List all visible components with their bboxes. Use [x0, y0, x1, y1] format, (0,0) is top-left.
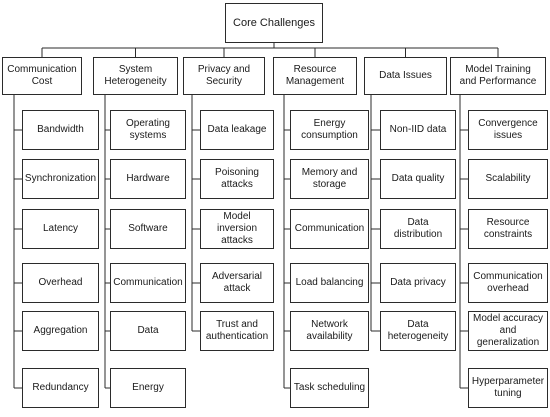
challenge-item: Latency [22, 209, 99, 249]
category-node: Resource Management [273, 57, 357, 95]
category-node: Privacy and Security [183, 57, 265, 95]
challenge-item: Data [110, 311, 186, 351]
challenge-item: Model accuracy and generalization [468, 311, 548, 351]
challenge-item: Load balancing [290, 263, 369, 303]
challenge-item: Overhead [22, 263, 99, 303]
category-node: Model Training and Performance [450, 57, 546, 95]
challenge-item: Synchronization [22, 159, 99, 199]
challenge-item: Task scheduling [290, 368, 369, 408]
challenge-item: Communication [290, 209, 369, 249]
challenge-item: Aggregation [22, 311, 99, 351]
challenge-item: Scalability [468, 159, 548, 199]
category-node: System Heterogeneity [93, 57, 178, 95]
challenge-item: Data distribution [380, 209, 456, 249]
challenge-item: Data leakage [200, 110, 274, 150]
challenge-item: Software [110, 209, 186, 249]
category-node: Communication Cost [2, 57, 82, 95]
category-node: Data Issues [364, 57, 447, 95]
challenge-item: Communication overhead [468, 263, 548, 303]
challenge-item: Communication [110, 263, 186, 303]
challenge-item: Energy consumption [290, 110, 369, 150]
challenge-item: Operating systems [110, 110, 186, 150]
challenge-item: Data heterogeneity [380, 311, 456, 351]
challenge-item: Bandwidth [22, 110, 99, 150]
challenge-item: Hyperparameter tuning [468, 368, 548, 408]
challenge-item: Model inversion attacks [200, 209, 274, 249]
challenge-item: Data quality [380, 159, 456, 199]
challenge-item: Poisoning attacks [200, 159, 274, 199]
challenge-item: Resource constraints [468, 209, 548, 249]
challenge-item: Network availability [290, 311, 369, 351]
root-node: Core Challenges [225, 3, 323, 43]
challenge-item: Hardware [110, 159, 186, 199]
challenge-item: Redundancy [22, 368, 99, 408]
challenge-item: Non-IID data [380, 110, 456, 150]
challenge-item: Data privacy [380, 263, 456, 303]
challenge-item: Convergence issues [468, 110, 548, 150]
challenge-item: Trust and authentication [200, 311, 274, 351]
challenge-item: Memory and storage [290, 159, 369, 199]
challenge-item: Energy [110, 368, 186, 408]
challenge-item: Adversarial attack [200, 263, 274, 303]
